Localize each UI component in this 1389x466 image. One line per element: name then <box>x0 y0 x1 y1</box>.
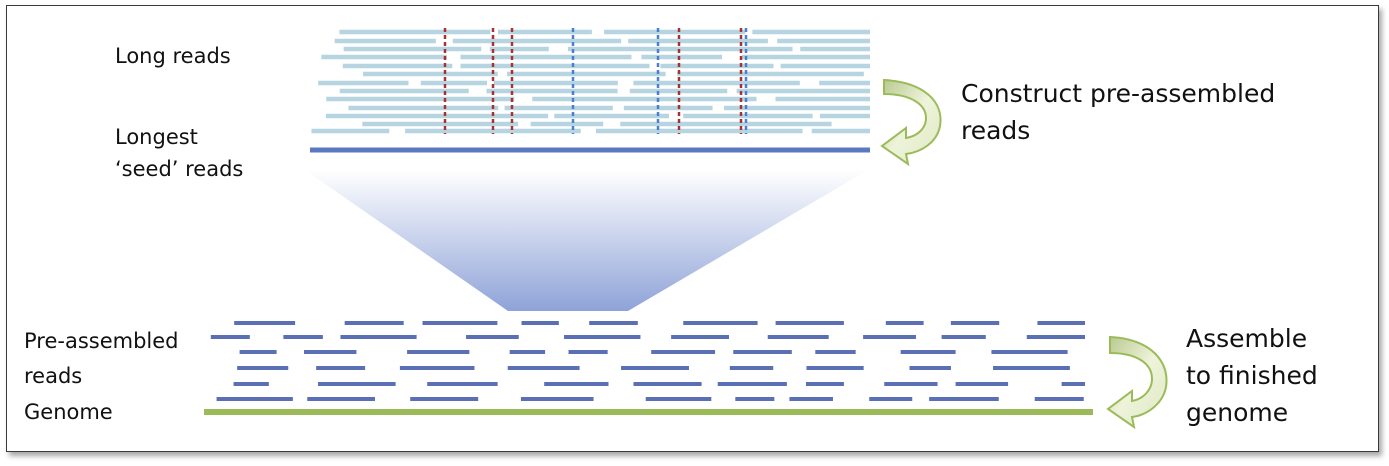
label-seed-reads: ‘seed’ reads <box>115 157 244 181</box>
curved-arrow-icon <box>880 78 942 167</box>
preassembled-reads-group <box>210 321 1085 401</box>
label-construct-reads: reads <box>961 116 1031 145</box>
label-preassembled-reads: reads <box>24 364 83 388</box>
label-genome: Genome <box>24 400 113 424</box>
label-finished-genome: genome <box>1186 398 1289 427</box>
label-long-reads: Long reads <box>115 44 231 68</box>
error-marks-group <box>443 28 748 134</box>
label-assemble: Assemble <box>1186 324 1308 353</box>
long-reads-group <box>311 29 870 134</box>
label-to-finished: to finished <box>1186 361 1318 390</box>
label-construct: Construct pre-assembled <box>961 79 1276 108</box>
funnel <box>305 170 868 311</box>
label-preassembled: Pre-assembled <box>24 329 179 353</box>
label-longest: Longest <box>115 125 198 149</box>
curved-arrow-icon <box>1106 335 1168 430</box>
